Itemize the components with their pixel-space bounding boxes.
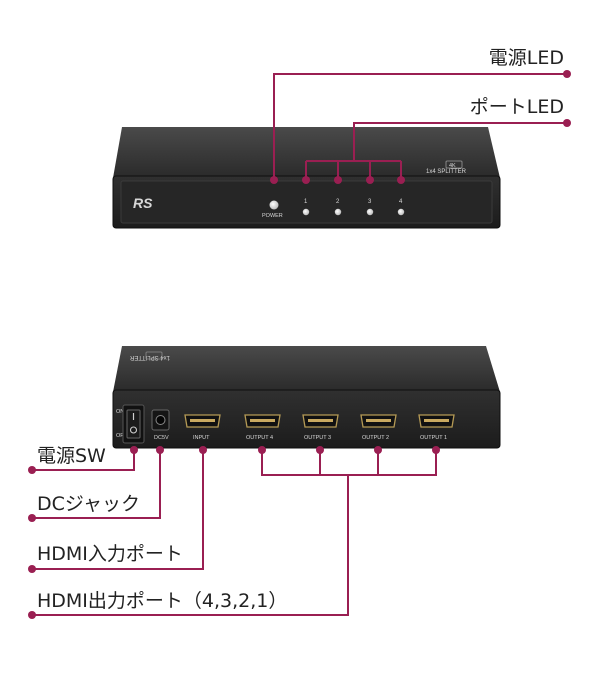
dc-label: DC5V [154, 435, 169, 441]
front-device-top [113, 127, 500, 178]
hdmi-port-output-1: OUTPUT 1 [418, 414, 455, 441]
callout-power-led: 電源LED [489, 47, 564, 69]
callout-hdmi-in-leader [28, 446, 207, 573]
switch-on-label: ON [116, 409, 124, 415]
switch-off-mark [129, 426, 138, 434]
rear-device: 1x4 SPLITTER ON OFF DC5V INPUT OUTPUT 4 [112, 346, 501, 449]
hdmi-port-output-4: OUTPUT 4 [244, 414, 281, 441]
port-label-output-3: OUTPUT 3 [304, 435, 331, 441]
dc-jack-hole [155, 415, 166, 425]
hdmi-port-input: INPUT [184, 414, 221, 441]
front-device: RS 1x4 SPLITTER 4K POWER 1 2 3 4 [112, 127, 501, 229]
rear-panel-label: 1x4 SPLITTER [129, 354, 170, 360]
port-number-4: 4 [399, 199, 403, 205]
hdmi-port-output-2: OUTPUT 2 [360, 414, 397, 441]
callout-dc-jack-leader [28, 446, 164, 522]
callout-power-sw-leader [28, 446, 138, 474]
port-label-output-2: OUTPUT 2 [362, 435, 389, 441]
switch-off-label: OFF [116, 433, 128, 439]
brand-logo: RS [133, 195, 153, 211]
rear-badge-frame [145, 351, 163, 360]
badge-4k: 4K [449, 163, 456, 169]
badge-frame [445, 160, 463, 169]
power-label: POWER [262, 213, 283, 219]
callout-port-led-leader [302, 119, 571, 184]
port-label-output-1: OUTPUT 1 [420, 435, 447, 441]
port-number-2: 2 [336, 199, 340, 205]
callout-hdmi-in: HDMI入力ポート [37, 543, 183, 565]
rear-device-top [113, 346, 500, 392]
callout-hdmi-out: HDMI出力ポート（4,3,2,1） [37, 590, 287, 612]
port-led-1 [302, 208, 310, 216]
callout-power-led-leader [270, 70, 571, 184]
callout-port-led: ポートLED [470, 96, 564, 118]
port-number-3: 3 [368, 199, 372, 205]
callout-dc-jack: DCジャック [37, 493, 140, 515]
callout-hdmi-out-leader [28, 446, 440, 619]
hdmi-port-output-3: OUTPUT 3 [302, 414, 339, 441]
panel-label: 1x4 SPLITTER [426, 169, 467, 175]
power-led [269, 200, 279, 210]
port-number-1: 1 [304, 199, 308, 205]
port-label-input: INPUT [193, 435, 210, 441]
port-label-output-4: OUTPUT 4 [246, 435, 273, 441]
callout-power-sw: 電源SW [37, 445, 106, 467]
port-led-2 [334, 208, 342, 216]
port-led-3 [366, 208, 374, 216]
port-led-4 [397, 208, 405, 216]
